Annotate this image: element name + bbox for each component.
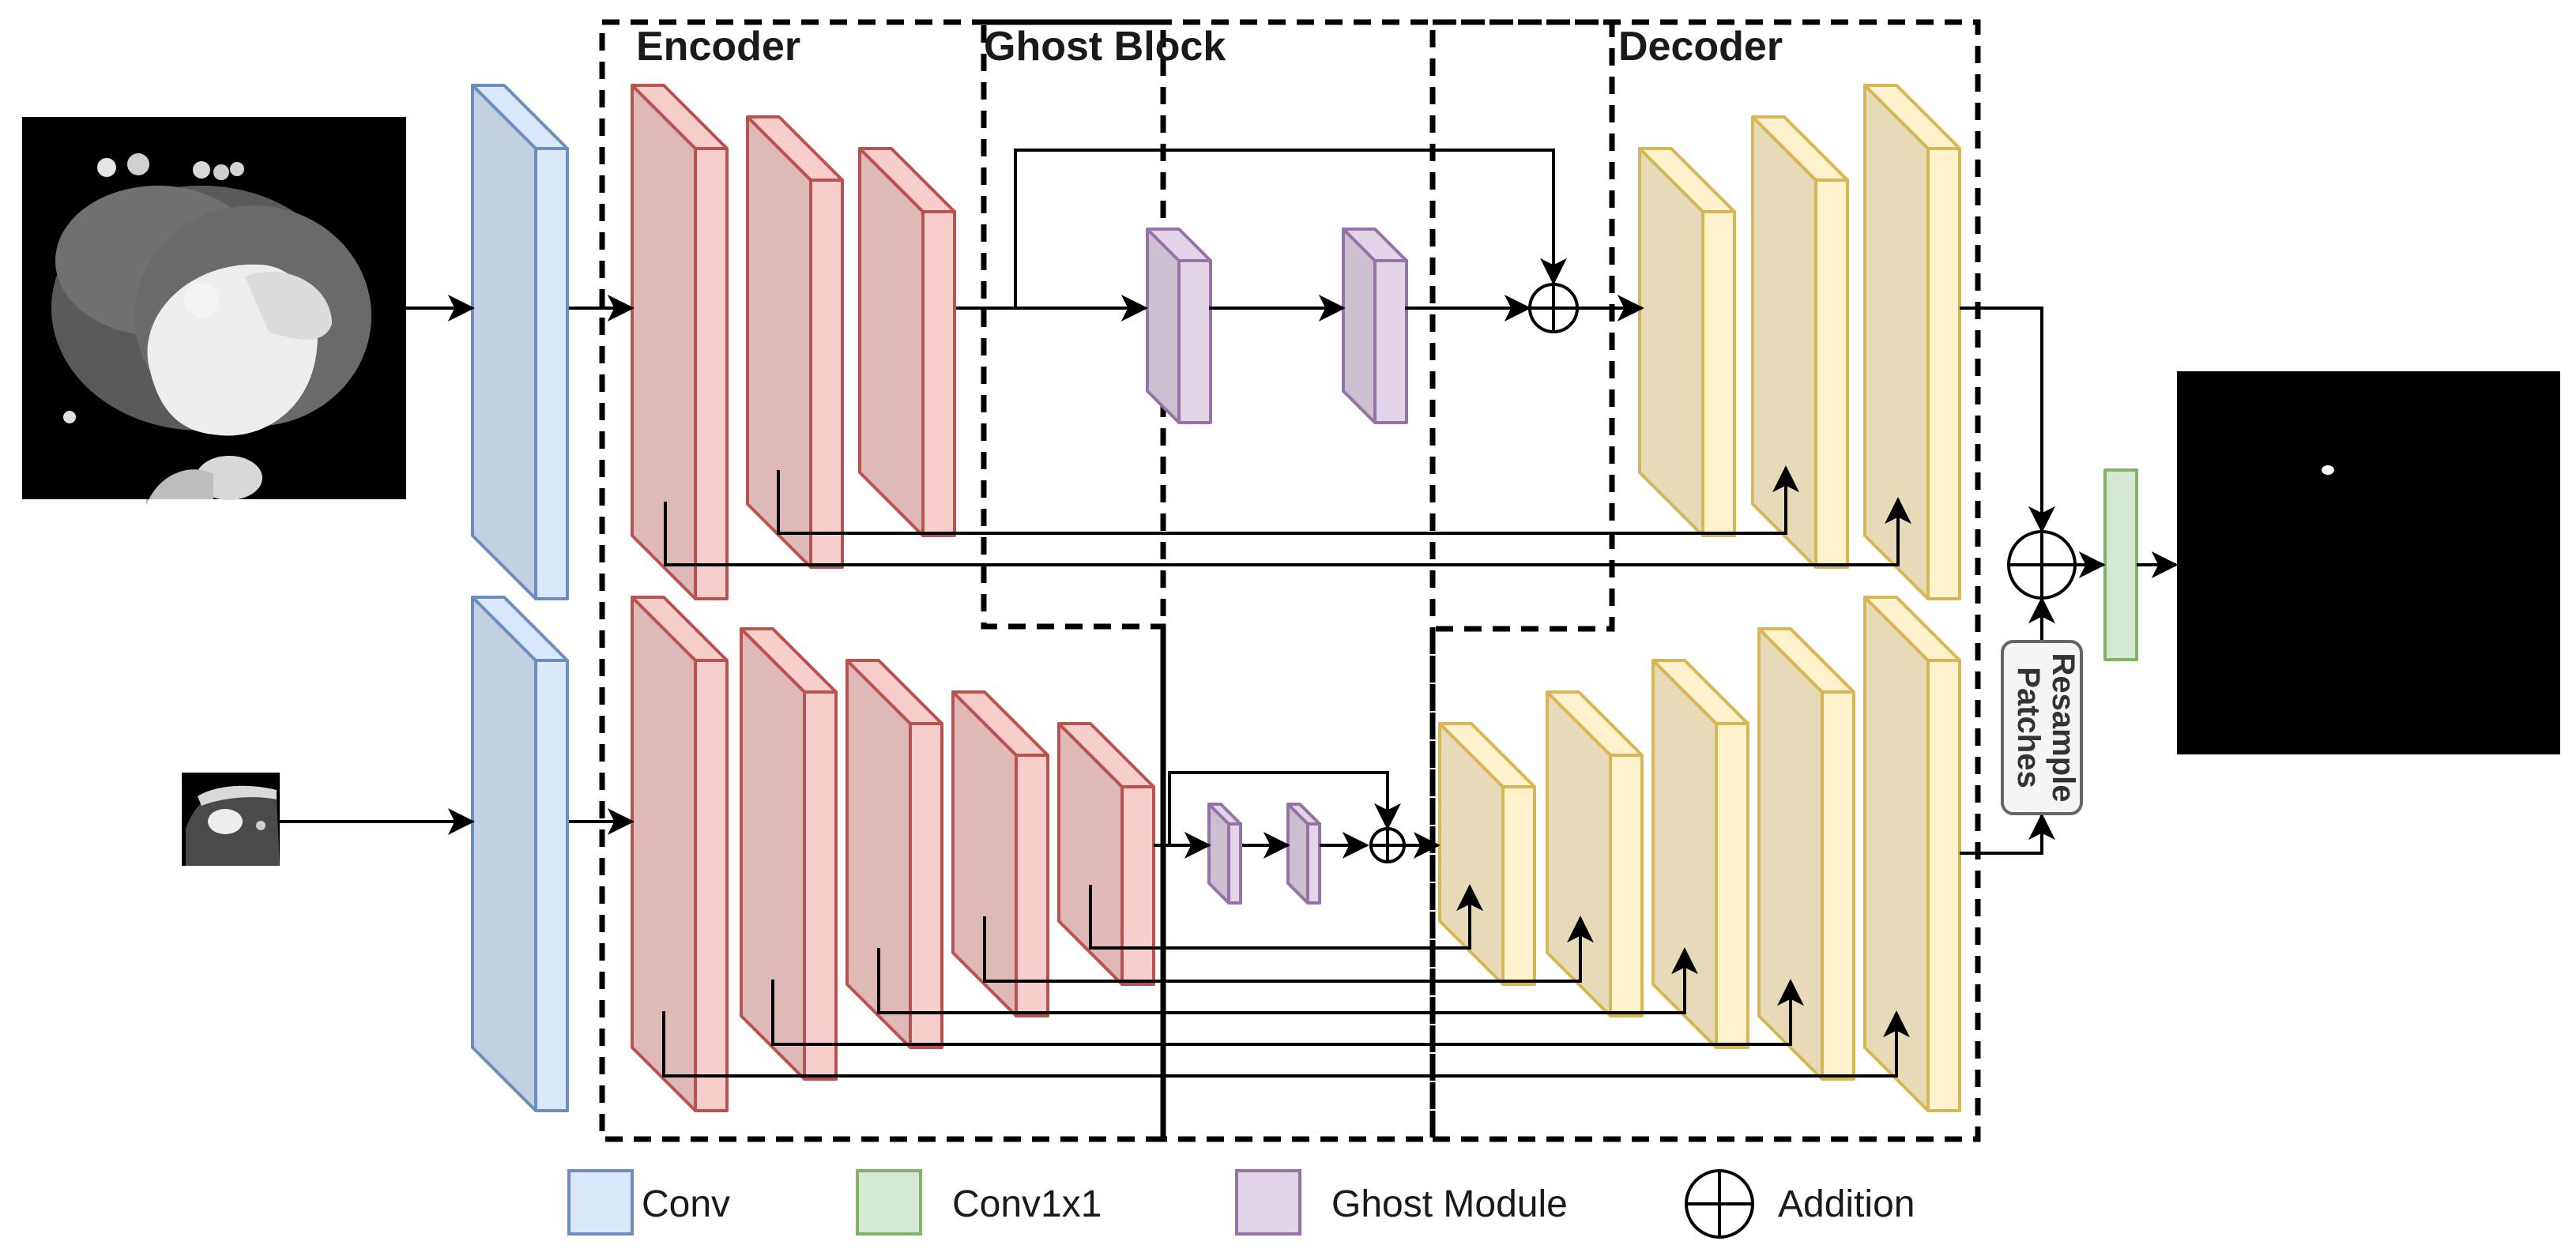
encoder-block-bottom-3-front: [909, 722, 943, 1049]
skip-connection-top-1: [777, 465, 1799, 535]
legend: Conv Conv1x1 Ghost Module Addition: [567, 1169, 1915, 1239]
output-segmentation-mask: [2177, 371, 2560, 754]
encoder-block-top-3: [858, 147, 956, 537]
addition-merge: [2007, 530, 2077, 600]
decoder-block-bottom-3-front: [1715, 722, 1749, 1049]
encoder-block-bottom-5: [1057, 722, 1155, 986]
decoder-block-bottom-3: [1651, 659, 1749, 1049]
encoder-block-bottom-2: [740, 627, 838, 1081]
decoder-block-bottom-1: [1438, 722, 1536, 986]
encoder-block-bottom-4-front: [1015, 754, 1049, 1017]
conv1x1-block-front: [2103, 468, 2138, 661]
residual-connection-top: [1014, 149, 1567, 308]
legend-addition-label: Addition: [1778, 1183, 1915, 1225]
arrow-decoder-bottom-to-resample: [1960, 813, 2055, 855]
ghost-module-bottom-2: [1286, 803, 1321, 905]
legend-conv1x1-swatch: [856, 1169, 922, 1236]
connections: [280, 149, 2179, 1078]
encoder-block-bottom-1: [631, 596, 729, 1112]
encoder-block-bottom-2-front: [803, 690, 838, 1081]
decoder-block-bottom-4-front: [1821, 690, 1855, 1081]
addition-top: [1528, 283, 1579, 333]
encoder-title: Encoder: [636, 24, 800, 70]
conv-block-top-side: [471, 84, 537, 600]
decoder-block-top-2-front: [1814, 179, 1849, 569]
encoder-region: [599, 19, 1166, 1142]
decoder-region: [1429, 19, 1981, 1142]
skip-connection-bottom-4: [771, 979, 1804, 1046]
decoder-block-bottom-2-front: [1609, 754, 1644, 1017]
encoder-block-bottom-5-front: [1120, 785, 1155, 986]
ghost-module-bottom-2-front: [1306, 822, 1321, 905]
skip-connection-bottom-5: [662, 1010, 1910, 1078]
ghost-module-top-2: [1342, 228, 1408, 424]
decoder-block-top-2: [1751, 115, 1849, 569]
region-outlines: [599, 19, 1981, 1142]
ghost-module-top-1: [1146, 228, 1212, 424]
decoder-block-top-3: [1863, 84, 1961, 600]
legend-ghost-swatch: [1235, 1169, 1301, 1236]
conv-block-bottom: [471, 596, 569, 1112]
resample-label-line2: Patches: [2011, 667, 2046, 788]
residual-connection-bottom: [1168, 771, 1401, 845]
decoder-block-bottom-4: [1757, 627, 1855, 1081]
input-ct-image: [22, 117, 406, 506]
input-ct-patch: [182, 773, 280, 866]
encoder-block-top-3-side: [858, 147, 925, 537]
layer-blocks: [471, 84, 2138, 1112]
ghost-module-top-1-front: [1177, 259, 1212, 424]
skip-connection-top-2: [664, 497, 1911, 566]
conv-block-top: [471, 84, 569, 600]
encoder-block-top-3-front: [921, 210, 956, 537]
addition-bottom: [1369, 827, 1406, 863]
legend-addition-icon: [1685, 1169, 1754, 1239]
resample-label-line1: Resample: [2046, 653, 2081, 803]
ghost-module-top-2-front: [1373, 259, 1408, 424]
conv-block-top-front: [534, 147, 569, 600]
ghost-block-region: [981, 19, 1615, 1142]
skip-connection-bottom-1: [1089, 884, 1483, 950]
encoder-block-bottom-3: [845, 659, 943, 1049]
encoder-block-top-2-front: [809, 179, 844, 569]
decoder-block-top-1-side: [1638, 147, 1704, 537]
encoder-block-top-1: [631, 84, 729, 600]
conv-block-bottom-front: [534, 659, 569, 1112]
encoder-block-bottom-4: [951, 690, 1049, 1017]
ghost-module-bottom-1: [1207, 803, 1242, 905]
legend-conv-swatch: [567, 1169, 634, 1236]
conv1x1-block: [2103, 468, 2138, 661]
legend-conv-label: Conv: [642, 1183, 730, 1225]
decoder-block-bottom-5: [1863, 596, 1961, 1112]
decoder-block-bottom-1-front: [1501, 785, 1536, 986]
ghost-block-title: Ghost Block: [984, 24, 1226, 70]
legend-conv1x1-label: Conv1x1: [952, 1183, 1102, 1225]
decoder-block-top-3-front: [1926, 147, 1961, 600]
decoder-block-bottom-5-front: [1926, 659, 1961, 1112]
resample-patches-box: Resample Patches: [2001, 640, 2083, 815]
decoder-block-top-1: [1638, 147, 1736, 537]
encoder-block-top-2: [746, 115, 844, 569]
skip-connection-bottom-3: [877, 947, 1698, 1014]
encoder-block-top-1-front: [694, 147, 729, 600]
arrow-decoder-top-to-merge: [1960, 307, 2055, 533]
ghost-module-bottom-1-front: [1227, 822, 1242, 905]
conv-block-bottom-side: [471, 596, 537, 1112]
decoder-block-top-1-front: [1701, 210, 1736, 537]
encoder-block-bottom-1-front: [694, 659, 729, 1112]
decoder-title: Decoder: [1618, 24, 1783, 70]
decoder-block-bottom-2: [1546, 690, 1644, 1017]
skip-connection-bottom-2: [983, 916, 1594, 983]
legend-ghost-label: Ghost Module: [1331, 1183, 1568, 1225]
